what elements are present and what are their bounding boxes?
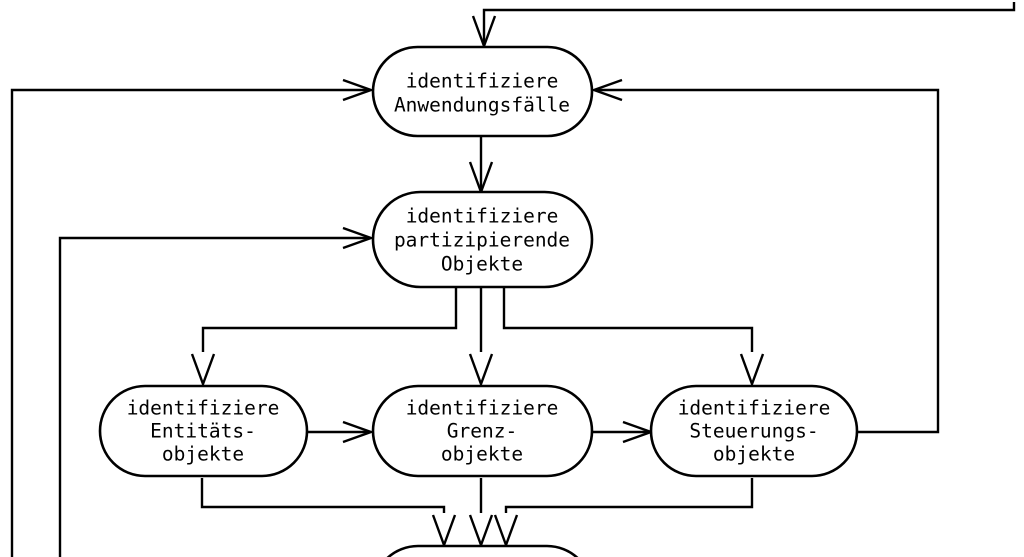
node-entity-objects[interactable]: identifiziere Entitäts- objekte [98,384,309,478]
edge-control-objects-to-use-cases [590,78,940,434]
node-entity-objects-shape [98,384,309,478]
node-use-cases-shape [371,45,594,138]
node-control-objects-line2: Steuerungs- [689,420,818,443]
edge-boundary-to-bottom [468,478,494,549]
node-control-objects-line3: objekte [713,443,795,466]
node-entity-objects-line2: Entitäts- [150,420,256,443]
node-control-objects[interactable]: identifiziere Steuerungs- objekte [649,384,859,478]
node-use-cases[interactable]: identifiziere Anwendungsfälle [371,45,594,138]
node-boundary-objects[interactable]: identifiziere Grenz- objekte [371,384,594,478]
edge-participating-to-boundary [468,287,494,388]
node-bottom-cropped[interactable] [373,544,592,557]
edge-control-to-bottom [493,478,754,549]
node-boundary-objects-line1: identifiziere [406,397,559,420]
edge-top-return-to-use-cases [471,2,1016,50]
node-boundary-objects-line3: objekte [441,443,523,466]
node-control-objects-line1: identifiziere [678,397,831,420]
edge-boundary-to-control [592,420,655,444]
node-boundary-objects-shape [371,384,594,478]
node-entity-objects-line1: identifiziere [127,397,280,420]
node-participating-objects-line2: partizipierende [394,229,570,252]
node-use-cases-line2: Anwendungsfälle [394,94,570,117]
node-boundary-objects-line2: Grenz- [447,420,517,443]
node-participating-objects-shape [371,190,594,289]
edge-participating-to-entity [190,287,458,388]
edge-entity-to-boundary [307,420,375,444]
node-bottom-cropped-shape [386,544,579,557]
edge-left-inner-return-to-participating [58,226,375,557]
node-participating-objects-line3: Objekte [441,253,523,276]
edge-participating-to-control [502,287,765,388]
node-entity-objects-line3: objekte [162,443,244,466]
edge-left-outer-return-to-use-cases [10,78,375,557]
node-control-objects-shape [649,384,859,478]
node-participating-objects[interactable]: identifiziere partizipierende Objekte [371,190,594,289]
node-participating-objects-line1: identifiziere [406,205,559,228]
edge-entity-to-bottom [200,478,457,549]
node-use-cases-line1: identifiziere [406,70,559,93]
edge-use-cases-to-participating [468,136,494,196]
